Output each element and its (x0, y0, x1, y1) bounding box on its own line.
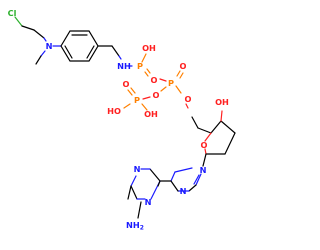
oxygen-label-5: O (185, 94, 192, 104)
phosphorus-label-2: P (168, 78, 174, 88)
chloroethyl-group (14, 16, 47, 42)
oh-label-2: OH (144, 109, 158, 119)
structure-diagram: Cl N NH P OH O P O O P O HO OH O OH O N … (8, 8, 236, 231)
oh-label-1: OH (142, 43, 156, 53)
sugar-linker (185, 103, 212, 134)
benzene-ring (60, 30, 99, 62)
terminal-phosphate-bonds (123, 87, 148, 111)
nh-label: NH (117, 61, 131, 71)
deoxyribose-ring (202, 110, 236, 167)
phosphorus-label-1: P (137, 61, 143, 71)
oxygen-label-2: O (180, 61, 187, 71)
n7-label: N (180, 186, 187, 196)
phosphoramidate-bonds (141, 53, 151, 77)
n-methyl-group (35, 50, 46, 65)
oxygen-label-1: O (151, 75, 158, 85)
amino-label: NH2 (126, 220, 144, 231)
n1-label: N (145, 197, 152, 207)
ho-label-1: HO (107, 106, 121, 116)
n3-label: N (134, 164, 141, 174)
molecule-canvas: Cl N NH P OH O P O O P O HO OH O OH O N … (8, 8, 236, 231)
phosphorus-label-3: P (134, 95, 140, 105)
benzyl-linker (97, 45, 122, 60)
adenine-ring (127, 167, 202, 219)
pyrophosphate-bonds (142, 70, 184, 100)
oxygen-label-4: O (123, 79, 130, 89)
chlorine-label: Cl (8, 8, 17, 18)
oxygen-label-3: O (153, 90, 160, 100)
ring-oxygen-label: O (201, 140, 208, 150)
amine-nitrogen-label: N (46, 41, 53, 51)
oh-label-3: OH (215, 97, 229, 107)
n9-label: N (200, 165, 207, 175)
